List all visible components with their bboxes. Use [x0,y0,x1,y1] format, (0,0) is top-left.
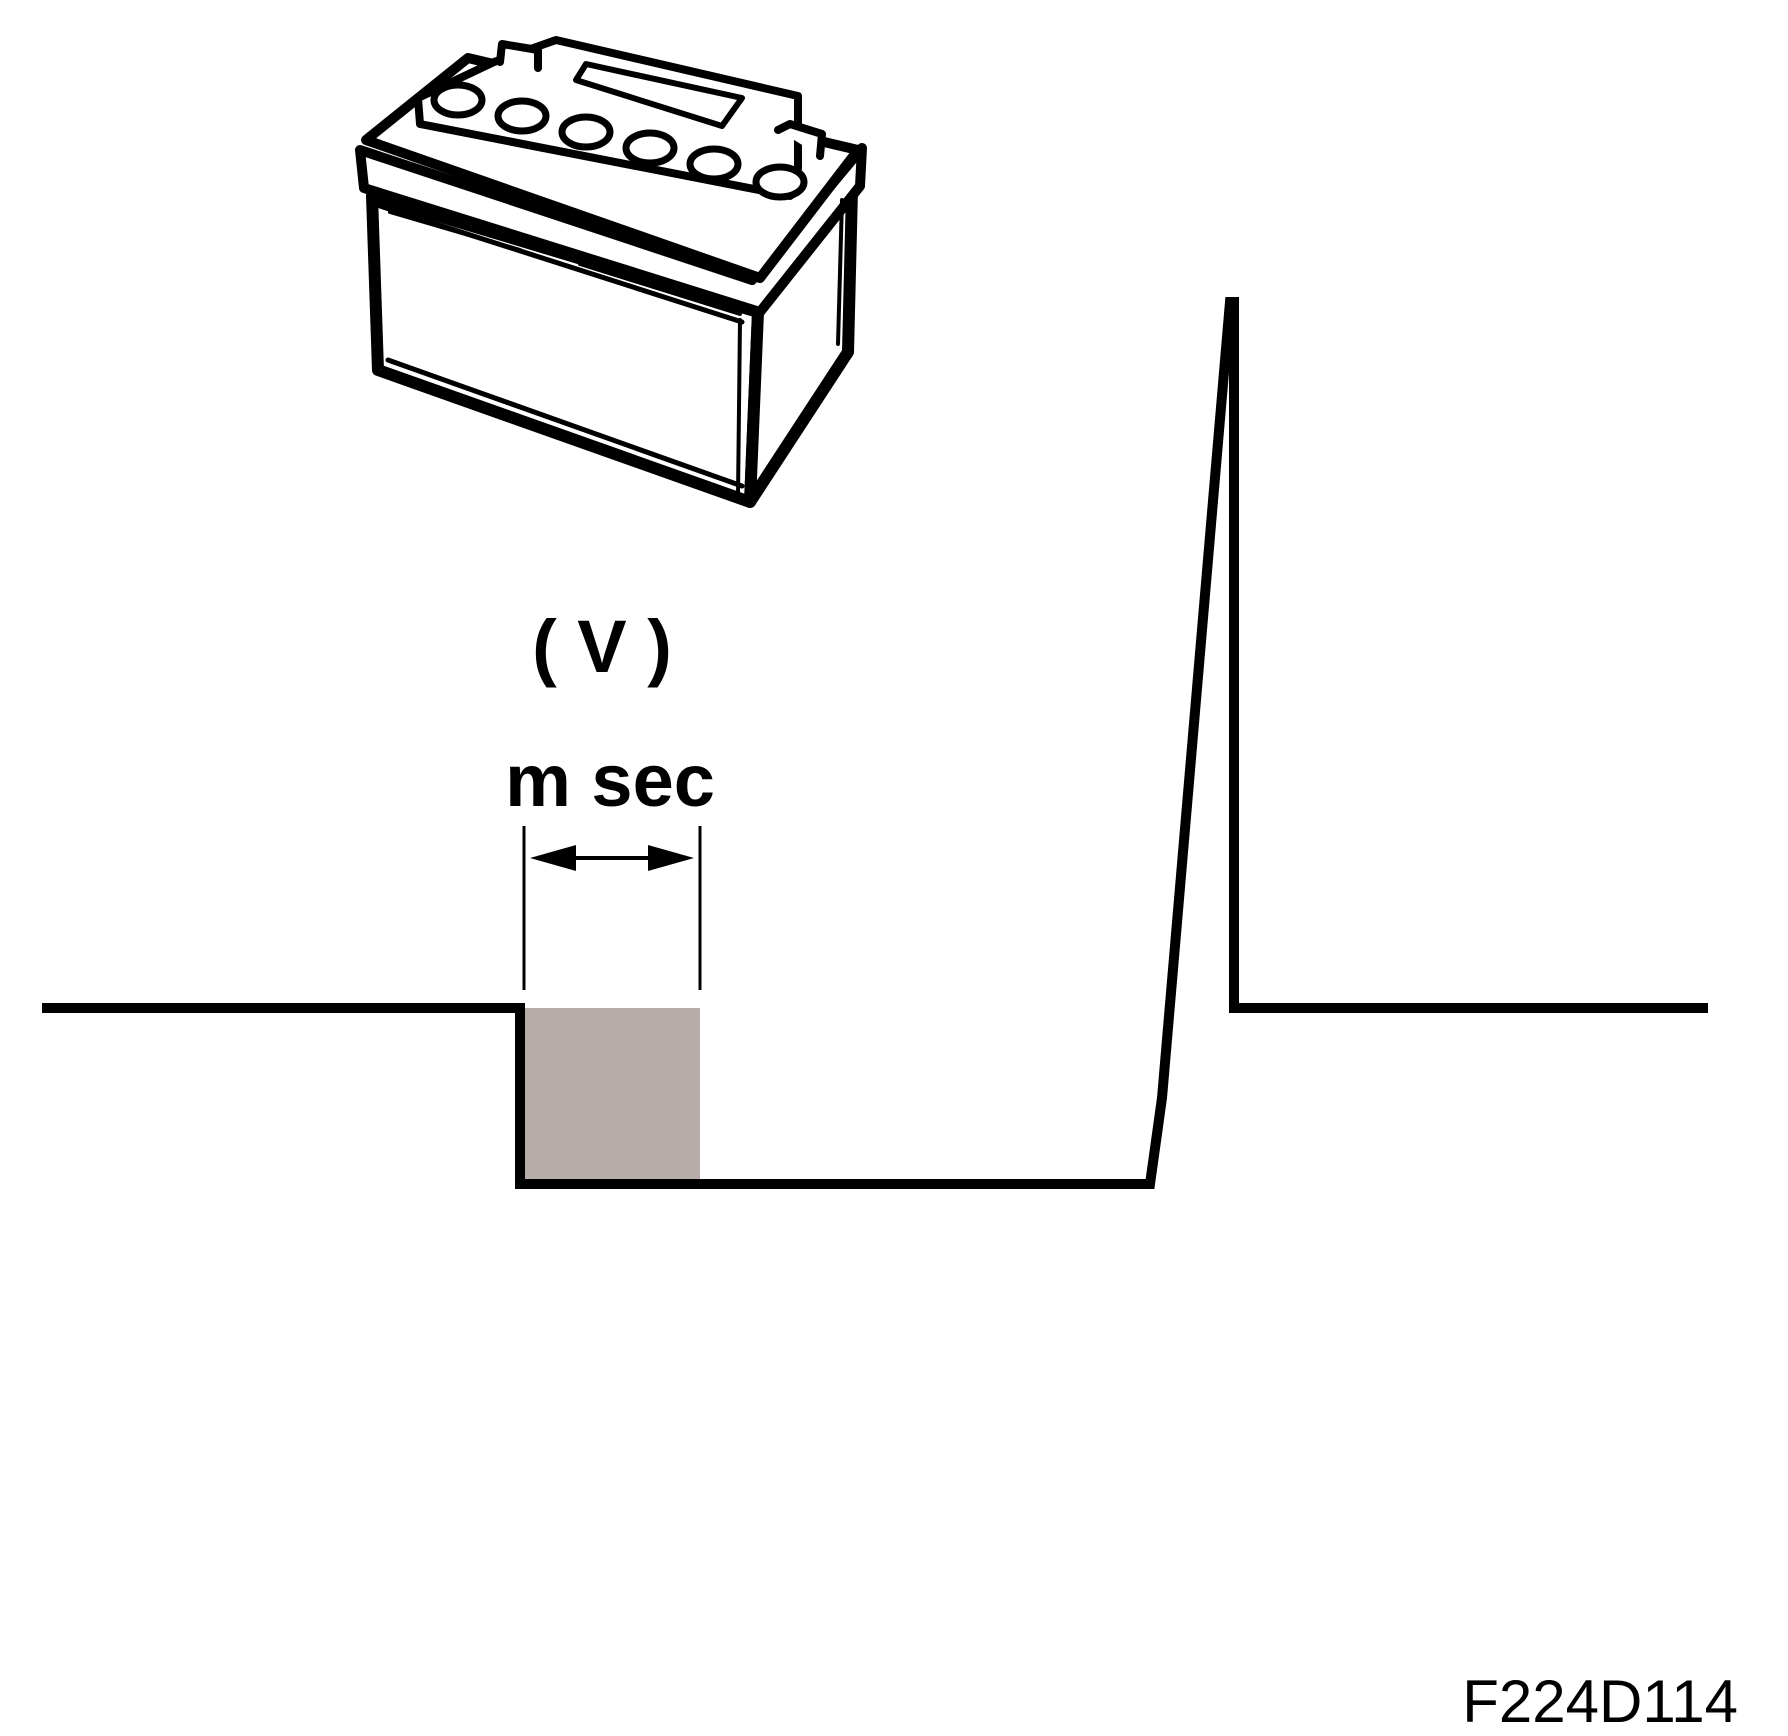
voltage-unit-label: ( V ) [532,605,672,688]
figure-code: F224D114 [1462,1668,1738,1735]
shaded-interval [524,1008,700,1184]
double-headed-arrow-icon [530,845,694,871]
time-unit-label: m sec [505,739,715,822]
car-battery-icon [355,36,867,508]
voltage-waveform [42,297,1708,1189]
